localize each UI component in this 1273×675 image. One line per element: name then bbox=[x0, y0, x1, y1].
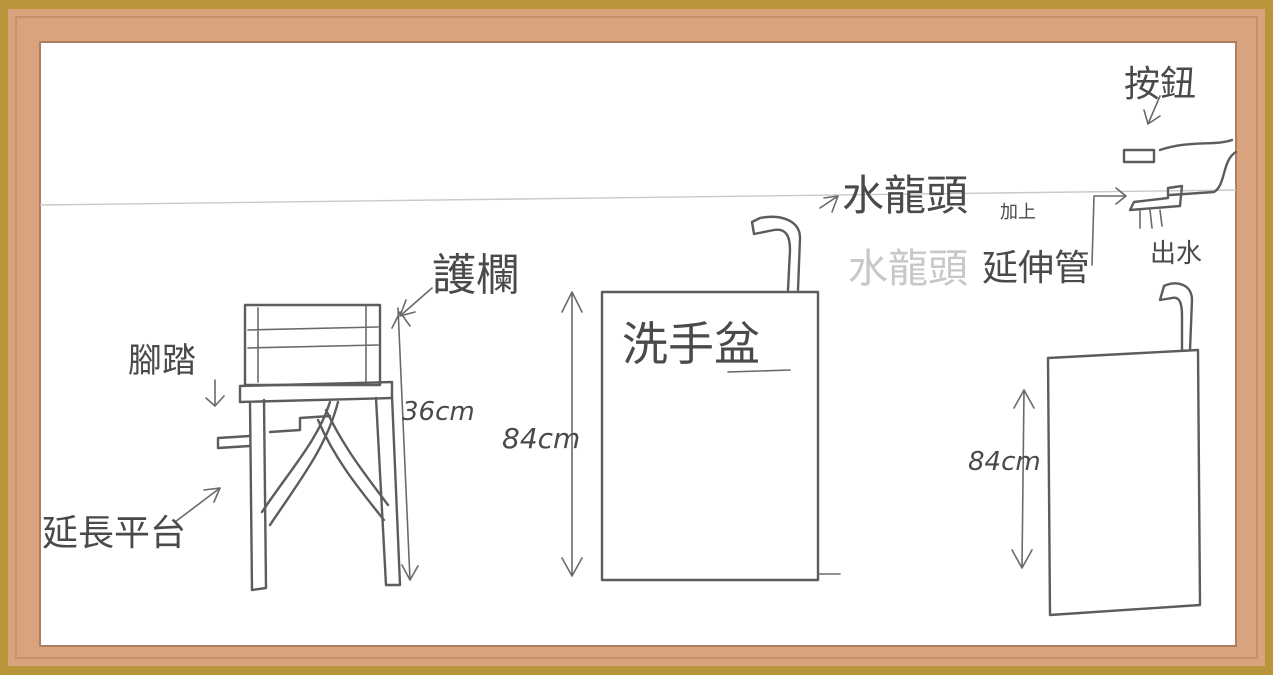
inner-step bbox=[268, 414, 332, 434]
right-basin-body bbox=[1046, 348, 1202, 617]
label-guardrail: 護欄 bbox=[432, 250, 520, 301]
faucet-shape bbox=[750, 215, 802, 292]
button-pipe bbox=[1158, 138, 1238, 197]
brace-left bbox=[260, 400, 340, 527]
label-extension-platform: 延長平台 bbox=[42, 513, 186, 554]
label-button: 按鈕 bbox=[1124, 64, 1196, 105]
paper-surface bbox=[40, 42, 1236, 646]
label-height-step: 36cm bbox=[402, 397, 475, 427]
water-lines bbox=[1139, 209, 1163, 229]
label-faucet-suffix: 加上 bbox=[1000, 202, 1036, 223]
basin-body bbox=[600, 290, 820, 582]
label-footstep: 腳踏 bbox=[128, 341, 196, 381]
footstep-arrow bbox=[205, 379, 225, 407]
sink-right bbox=[1011, 95, 1238, 617]
basin-underline bbox=[727, 369, 791, 373]
height-arrow-right bbox=[1011, 389, 1035, 569]
label-faucet-ghost: 水龍頭 bbox=[848, 246, 968, 292]
right-faucet bbox=[1158, 282, 1194, 352]
frame-inner-edge bbox=[15, 16, 1258, 659]
paper-border bbox=[39, 41, 1237, 647]
height-arrow-step bbox=[391, 307, 419, 581]
stool-leg-left bbox=[248, 398, 268, 592]
extension-pipe-shape bbox=[1128, 184, 1184, 212]
label-faucet: 水龍頭 bbox=[842, 171, 968, 220]
label-water-out: 出水 bbox=[1150, 239, 1202, 269]
button-icon bbox=[1122, 148, 1156, 164]
faucet-arrow bbox=[819, 195, 839, 213]
label-height-right: 84cm bbox=[968, 447, 1041, 477]
platform-arrow bbox=[174, 487, 221, 523]
height-arrow-basin bbox=[561, 291, 583, 577]
label-height-basin: 84cm bbox=[502, 422, 580, 455]
guardrail-arrow bbox=[399, 287, 433, 317]
step-stool bbox=[174, 287, 433, 592]
footstep-ledge bbox=[216, 434, 252, 450]
guardrail-bars bbox=[247, 305, 379, 383]
pipe-arrow bbox=[1091, 187, 1127, 266]
sink-basin bbox=[561, 195, 841, 582]
button-arrow bbox=[1143, 95, 1161, 125]
label-basin: 洗手盆 bbox=[622, 317, 760, 371]
brace-right bbox=[316, 408, 390, 522]
stool-leg-right bbox=[374, 394, 402, 587]
label-extension-pipe: 延伸管 bbox=[982, 248, 1090, 289]
